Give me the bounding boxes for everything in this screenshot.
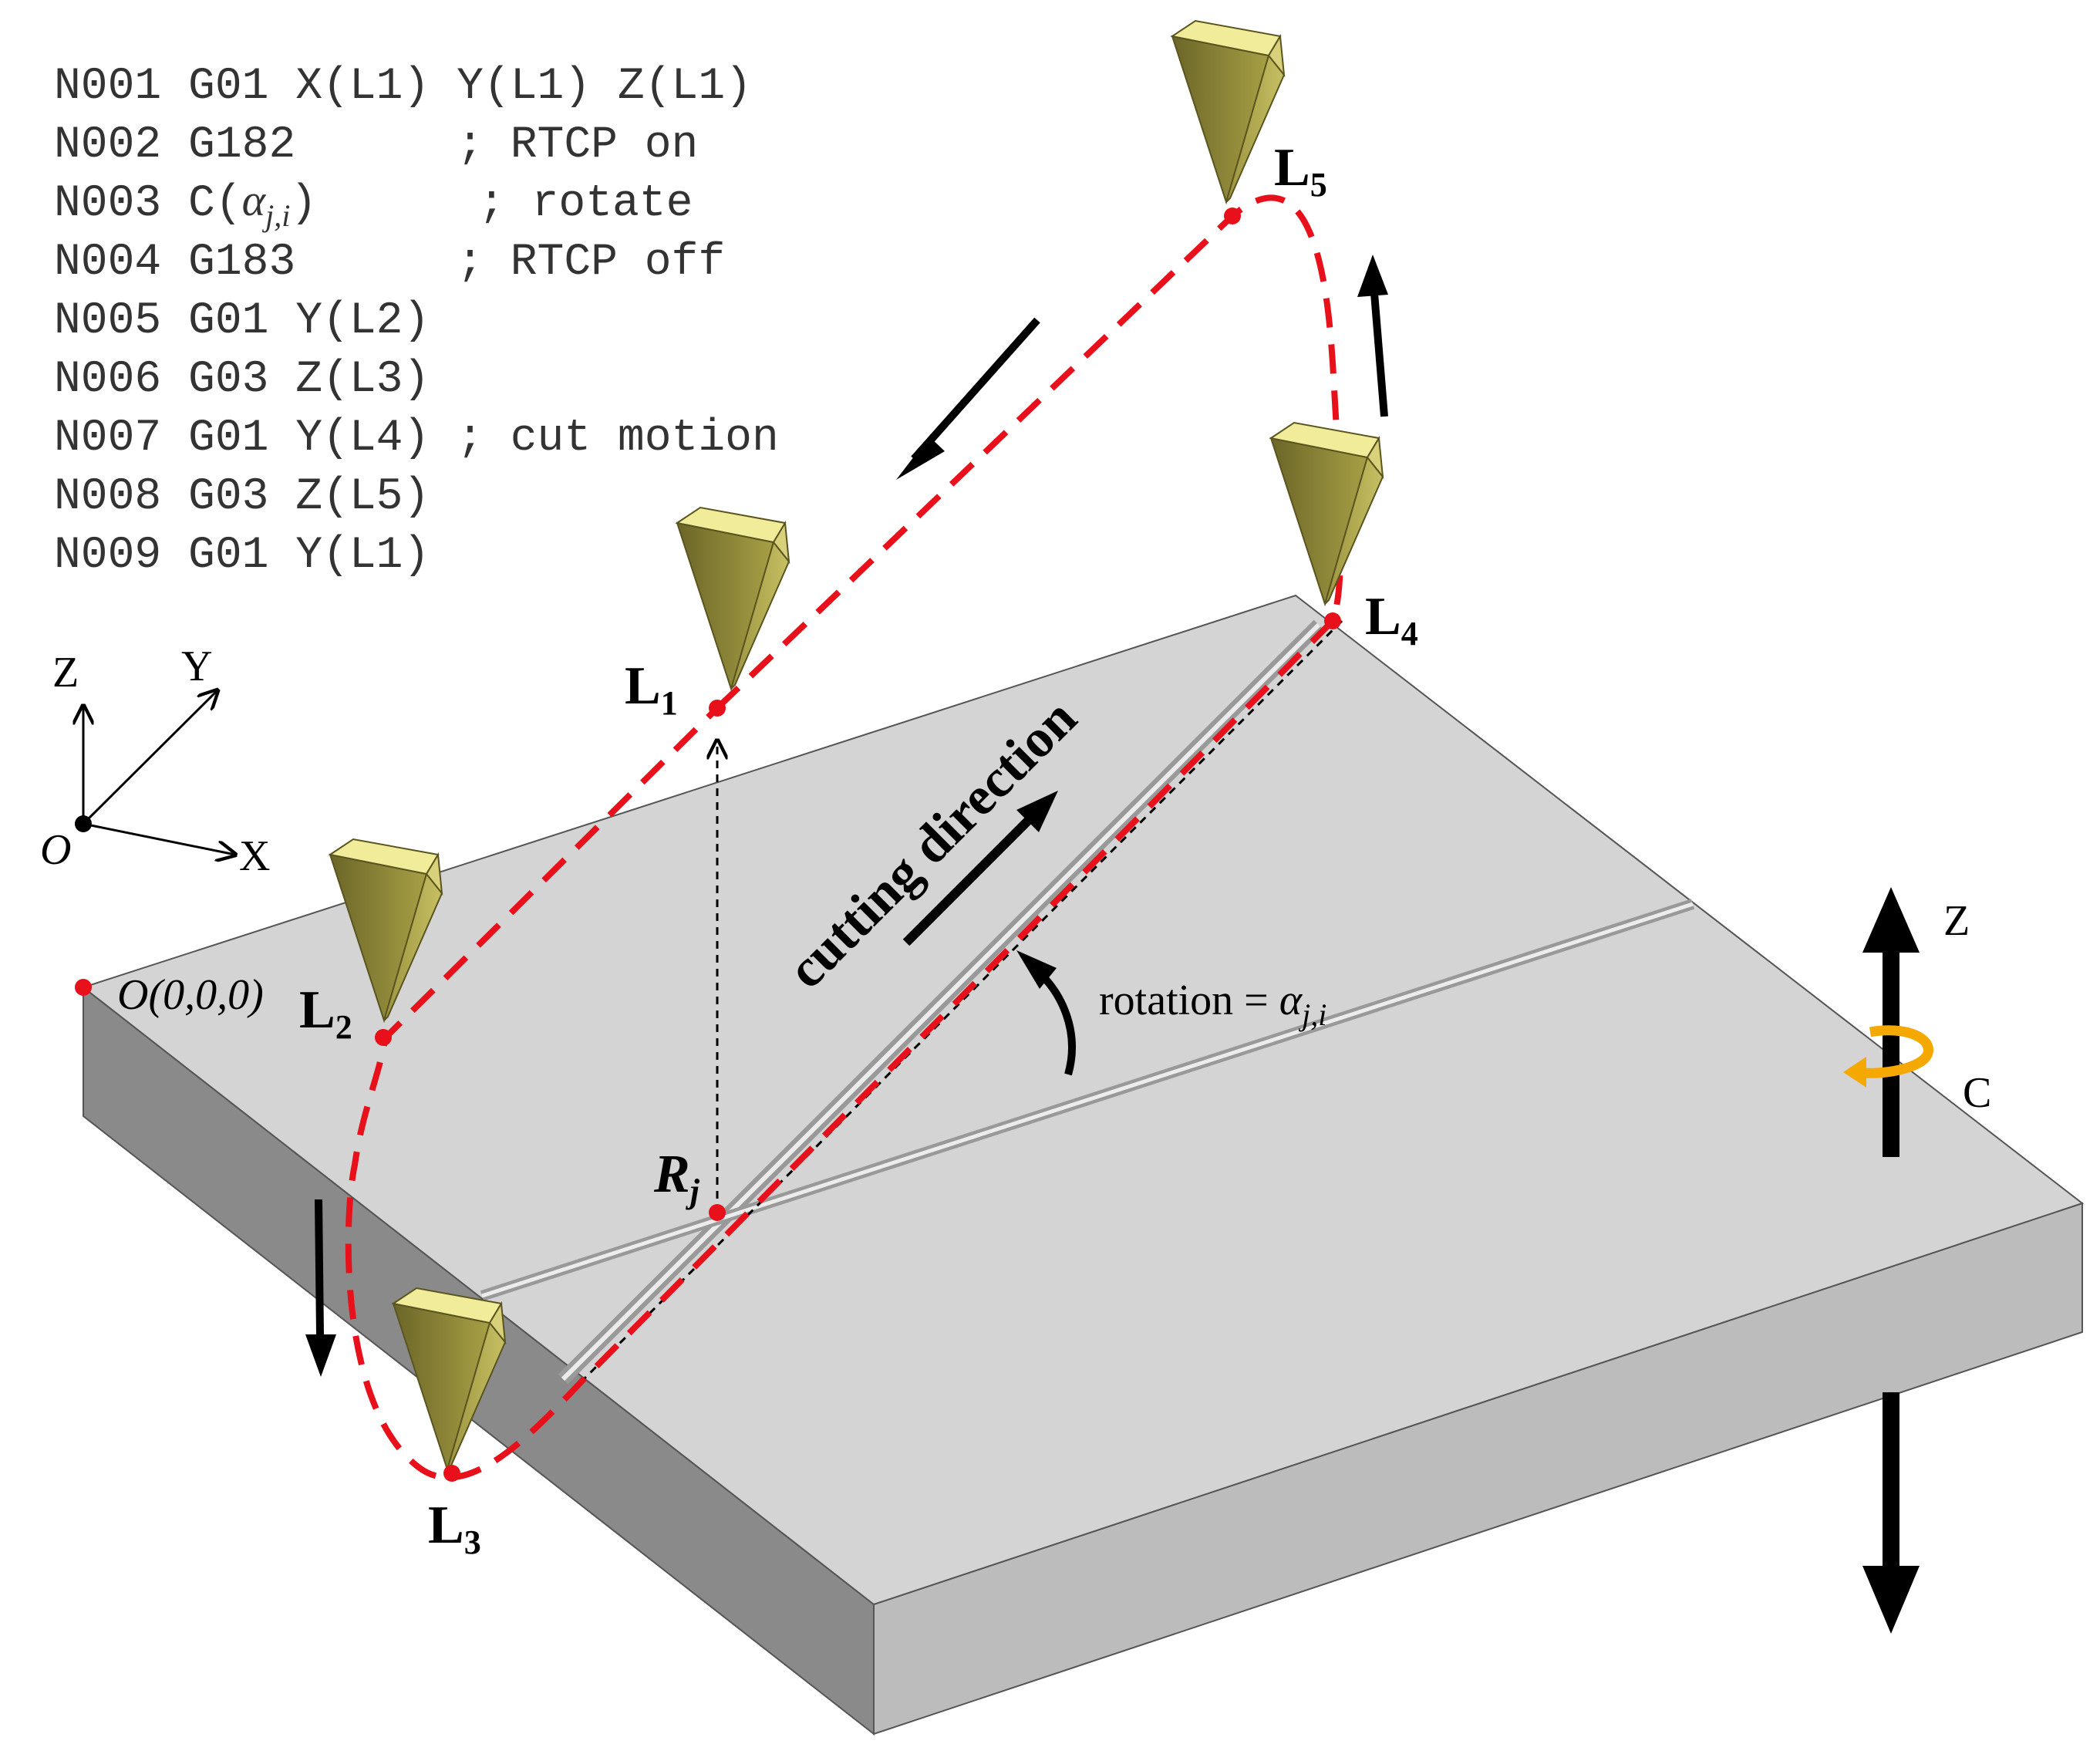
arrow-down-left (315, 1199, 324, 1335)
gcode-line-3: N003 C(αj,i) ; rotate (54, 175, 693, 233)
arrow-up-right (1370, 292, 1388, 417)
c-rotation-arrow (1854, 1025, 1933, 1078)
workpiece-plate (81, 594, 2085, 1736)
machine-z-label: Z (1943, 897, 1970, 945)
point-l2 (375, 1029, 392, 1046)
label-l2: L2 (299, 980, 352, 1046)
arrow-return (911, 317, 1040, 462)
label-l3: L3 (428, 1496, 481, 1561)
tool-at-l4 (1270, 422, 1384, 605)
gcode-line-6: N006 G03 Z(L3) (54, 355, 430, 405)
x-axis-label: X (239, 832, 270, 880)
label-l5: L5 (1274, 138, 1327, 204)
rotation-label: rotation = αj,i (1099, 977, 1326, 1032)
z-axis-label: Z (52, 649, 79, 697)
gcode-line-9: N009 G01 Y(L1) (54, 531, 430, 581)
point-rj (709, 1204, 726, 1221)
machine-c-label: C (1963, 1069, 1991, 1117)
tool-at-l3 (393, 1287, 506, 1470)
origin-point-label: O(0,0,0) (117, 971, 264, 1019)
gcode-listing: N001 G01 X(L1) Y(L1) Z(L1) N002 G182 ; R… (54, 62, 779, 581)
z-axis-arrowhead-down (1862, 1566, 1920, 1634)
gcode-line-5: N005 G01 Y(L2) (54, 296, 430, 346)
x-axis (83, 822, 235, 855)
tool-at-l1 (676, 507, 790, 690)
gcode-line-2: N002 G182 ; RTCP on (54, 120, 698, 170)
y-axis (82, 690, 217, 825)
y-axis-label: Y (181, 643, 212, 690)
origin-point (75, 979, 92, 996)
point-l5 (1224, 207, 1241, 224)
motion-arrows (305, 255, 1388, 1377)
cutting-direction-arrow (902, 815, 1033, 946)
label-rj: Rj (653, 1145, 700, 1210)
coordinate-axes: Z Y X O (40, 643, 270, 880)
label-l4: L4 (1365, 587, 1418, 653)
label-l1: L1 (625, 656, 678, 722)
point-l4 (1324, 612, 1341, 629)
point-l3 (443, 1465, 460, 1482)
gcode-line-8: N008 G03 Z(L5) (54, 472, 430, 522)
z-axis-arrowhead-up (1862, 887, 1920, 953)
machine-axis: Z C (1843, 887, 1991, 1634)
axes-origin-dot (75, 815, 92, 832)
gcode-line-7: N007 G01 Y(L4) ; cut motion (54, 413, 779, 464)
point-l1 (709, 700, 726, 717)
gcode-line-1: N001 G01 X(L1) Y(L1) Z(L1) (54, 62, 752, 112)
tool-at-l5 (1171, 20, 1285, 203)
tool-path (345, 194, 1344, 1481)
gcode-line-4: N004 G183 ; RTCP off (54, 238, 725, 288)
origin-label: O (40, 826, 71, 874)
